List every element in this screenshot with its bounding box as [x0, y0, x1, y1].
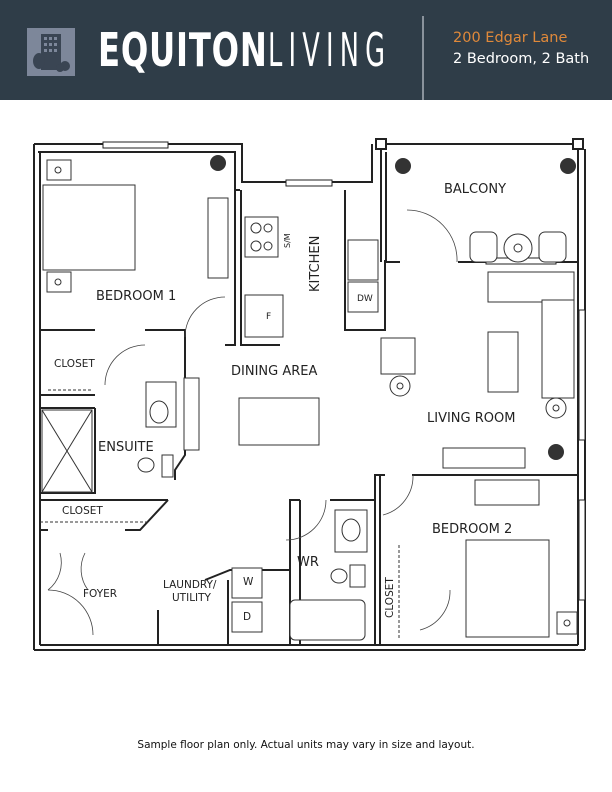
room-label-laundry: LAUNDRY/ — [163, 579, 217, 591]
unit-type: 2 Bedroom, 2 Bath — [453, 51, 590, 67]
building-logo-icon — [27, 28, 75, 76]
room-label-closet-bedroom-1: CLOSET — [54, 358, 95, 370]
room-label-bedroom-2: BEDROOM 2 — [432, 522, 512, 537]
dishwasher — [347, 281, 379, 313]
appliance-label-stove-microwave: S/M — [283, 233, 292, 248]
furniture — [41, 159, 578, 641]
bed-1 — [42, 184, 136, 271]
room-label-balcony: BALCONY — [444, 182, 506, 197]
room-label-closet-bedroom-2: CLOSET — [384, 577, 396, 618]
bathtub — [289, 599, 366, 641]
plants — [210, 155, 576, 460]
floor-plan: BEDROOM 1 CLOSET ENSUITE CLOSET FOYER LA… — [33, 138, 586, 651]
room-label-utility: UTILITY — [172, 592, 212, 604]
tv-stand — [442, 447, 526, 469]
washer — [231, 567, 263, 599]
bed-2 — [465, 539, 550, 638]
room-label-wr: WR — [297, 555, 319, 570]
brand-name-light: LIVING — [268, 23, 392, 77]
sink — [347, 239, 379, 281]
balcony-chair — [469, 231, 498, 263]
property-address: 200 Edgar Lane — [453, 30, 568, 46]
fridge — [244, 294, 284, 338]
room-label-dining-area: DINING AREA — [231, 364, 317, 379]
brand-name-bold: EQUITON — [98, 23, 268, 77]
ensuite-toilet — [137, 457, 155, 473]
desk — [474, 479, 540, 506]
appliance-label-dryer: D — [243, 611, 251, 623]
closet-rods — [40, 389, 400, 640]
room-label-living-room: LIVING ROOM — [427, 411, 515, 426]
disclaimer-text: Sample floor plan only. Actual units may… — [137, 739, 475, 751]
appliance-label-fridge: F — [266, 312, 271, 322]
armchair — [380, 337, 416, 375]
dresser-1 — [207, 197, 229, 279]
room-label-foyer: FOYER — [83, 588, 117, 600]
stove — [244, 216, 279, 258]
ensuite-shelf — [183, 377, 200, 451]
room-label-kitchen: KITCHEN — [308, 236, 323, 292]
room-label-bedroom-1: BEDROOM 1 — [96, 289, 176, 304]
doors — [47, 209, 458, 636]
header-divider — [422, 16, 424, 100]
room-label-closet-foyer: CLOSET — [62, 505, 103, 517]
dining-table — [238, 397, 320, 446]
wr-toilet — [330, 568, 348, 584]
sofa — [487, 271, 575, 303]
appliance-label-dishwasher: DW — [357, 294, 373, 304]
appliance-label-washer: W — [243, 576, 254, 588]
header-banner: EQUITON LIVING 200 Edgar Lane 2 Bedroom,… — [0, 0, 612, 100]
dryer — [231, 601, 263, 633]
coffee-table — [487, 331, 519, 393]
room-label-ensuite: ENSUITE — [98, 440, 154, 455]
